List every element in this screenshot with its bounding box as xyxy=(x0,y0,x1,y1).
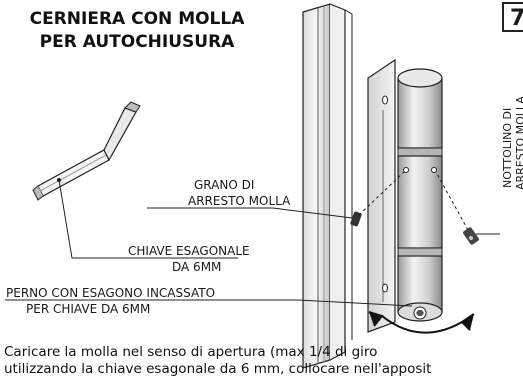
hex-key xyxy=(32,101,141,201)
pin-label-line-2: PER CHIAVE DA 6mm xyxy=(26,302,151,316)
rotation-arrows xyxy=(368,311,475,334)
instructions-text: Caricare la molla nel senso di apertura … xyxy=(4,344,523,378)
stop-pin-label-line-2: ARRESTO MOLLA xyxy=(514,96,523,190)
hinge-barrel xyxy=(397,68,443,322)
hex-key-label-line-2: DA 6mm xyxy=(172,260,222,274)
title-line-1: CERNIERA CON MOLLA xyxy=(29,9,245,29)
grub-screw-label-line-2: ARRESTO MOLLA xyxy=(188,194,291,208)
stop-pin-label-line-1: NOTTOLINO DI xyxy=(501,107,514,188)
leader-lines xyxy=(5,179,500,307)
hinge-leaf xyxy=(367,58,396,333)
instructions-line-2: utilizzando la chiave esagonale da 6 mm,… xyxy=(4,361,432,377)
title-line-2: PER AUTOCHIUSURA xyxy=(39,32,235,52)
door-profile xyxy=(302,3,353,369)
diagram-title: CERNIERA CON MOLLA PER AUTOCHIUSURA xyxy=(12,8,262,54)
pin-label: PERNO CON ESAGONO INCASSATO PER CHIAVE D… xyxy=(6,286,215,316)
grub-screw-label-line-1: GRANO DI xyxy=(194,178,255,192)
grub-screw xyxy=(350,171,405,227)
grub-screw-label: GRANO DI ARRESTO MOLLA xyxy=(188,178,290,208)
hex-key-label-line-1: CHIAVE ESAGONALE xyxy=(128,244,250,258)
page-number-box: 7 xyxy=(502,2,523,32)
stop-pin xyxy=(435,171,479,245)
instructions-line-1: Caricare la molla nel senso di apertura … xyxy=(4,344,378,360)
hex-key-label: CHIAVE ESAGONALE DA 6mm xyxy=(128,244,250,274)
pin-label-line-1: PERNO CON ESAGONO INCASSATO xyxy=(6,286,216,300)
